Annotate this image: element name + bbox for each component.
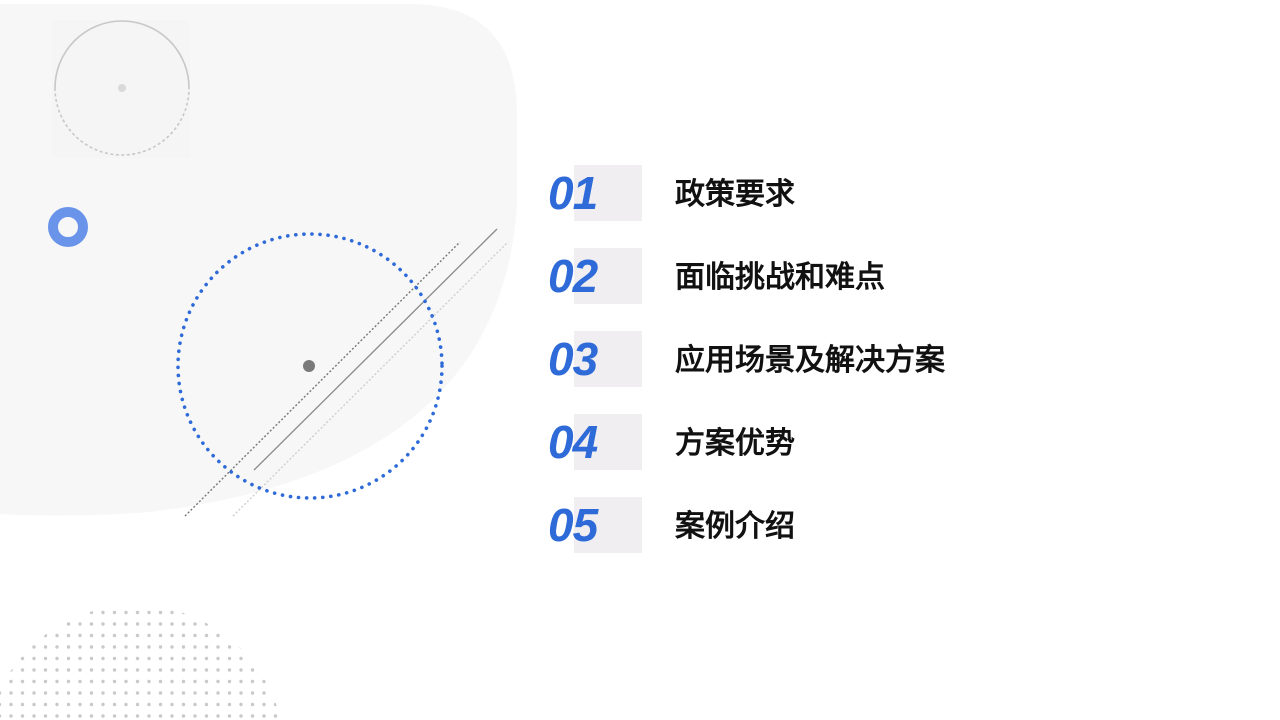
number-box	[574, 331, 642, 387]
agenda-number: 01	[548, 167, 598, 219]
thin-circle-outline	[54, 20, 190, 89]
center-dot	[303, 360, 315, 372]
diagonal-line-dotted-light	[232, 241, 509, 517]
agenda-label: 面临挑战和难点	[675, 260, 885, 295]
thin-circle-center-dot	[118, 84, 126, 92]
agenda-label: 政策要求	[675, 177, 795, 212]
number-box	[574, 414, 642, 470]
agenda-label: 方案优势	[675, 426, 795, 461]
agenda-item: 05 案例介绍	[548, 497, 1148, 553]
agenda-item: 04 方案优势	[548, 414, 1148, 470]
agenda-number: 05	[548, 499, 598, 551]
number-box	[574, 165, 642, 221]
number-box	[574, 248, 642, 304]
thin-circle-dashed	[54, 87, 190, 156]
agenda-item: 02 面临挑战和难点	[548, 248, 1148, 304]
blue-dotted-circle	[176, 232, 444, 500]
diagonal-line-solid	[253, 228, 498, 471]
agenda-label: 案例介绍	[675, 509, 795, 544]
number-box	[574, 497, 642, 553]
dot-grid-pattern	[0, 605, 285, 720]
agenda-number: 02	[548, 250, 598, 302]
agenda-number: 03	[548, 333, 598, 385]
agenda-number: 04	[548, 416, 598, 468]
agenda-item: 01 政策要求	[548, 165, 1148, 221]
agenda-item: 03 应用场景及解决方案	[548, 331, 1148, 387]
blue-ring	[48, 207, 88, 247]
agenda-label: 应用场景及解决方案	[675, 343, 945, 378]
agenda-list: 01 政策要求 02 面临挑战和难点 03 应用场景及解决方案 04 方案优势 …	[548, 165, 1148, 580]
